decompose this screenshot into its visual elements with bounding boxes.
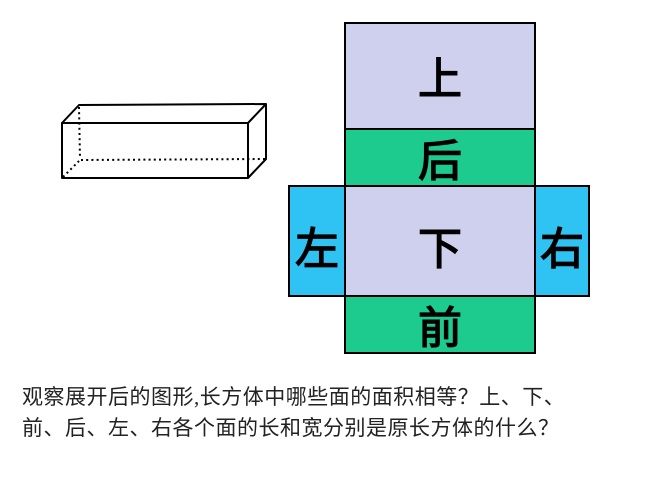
net-face-top: 上 [344, 22, 536, 130]
net-face-bottom-label: 下 [418, 225, 462, 274]
net-face-front-label: 前 [418, 303, 462, 353]
cuboid-hidden-bottom-edge [80, 158, 266, 161]
cuboid-hidden-vertical-edge [78, 106, 81, 160]
cuboid-hidden-depth-edge [62, 160, 80, 178]
cuboid-front-face-edges [61, 122, 249, 179]
question-line-1: 观察展开后的图形,长方体中哪些面的面积相等？上、下、 [22, 385, 566, 409]
net-face-bottom: 下 [344, 185, 536, 297]
cuboid-wireframe [61, 103, 267, 179]
cuboid-right-face-edges [247, 104, 267, 179]
net-face-right: 右 [534, 185, 590, 297]
question-text: 观察展开后的图形,长方体中哪些面的面积相等？上、下、 前、后、左、右各个面的长和… [22, 382, 652, 444]
net-face-left-label: 左 [295, 225, 339, 274]
net-face-top-label: 上 [418, 55, 462, 104]
net-face-right-label: 右 [540, 225, 584, 274]
cuboid-top-face-edges [61, 103, 267, 124]
net-face-back-label: 后 [418, 136, 462, 186]
net-face-back: 后 [344, 128, 536, 187]
net-face-left: 左 [288, 185, 346, 297]
net-face-front: 前 [344, 295, 536, 354]
question-line-2: 前、后、左、右各个面的长和宽分别是原长方体的什么？ [22, 416, 560, 440]
